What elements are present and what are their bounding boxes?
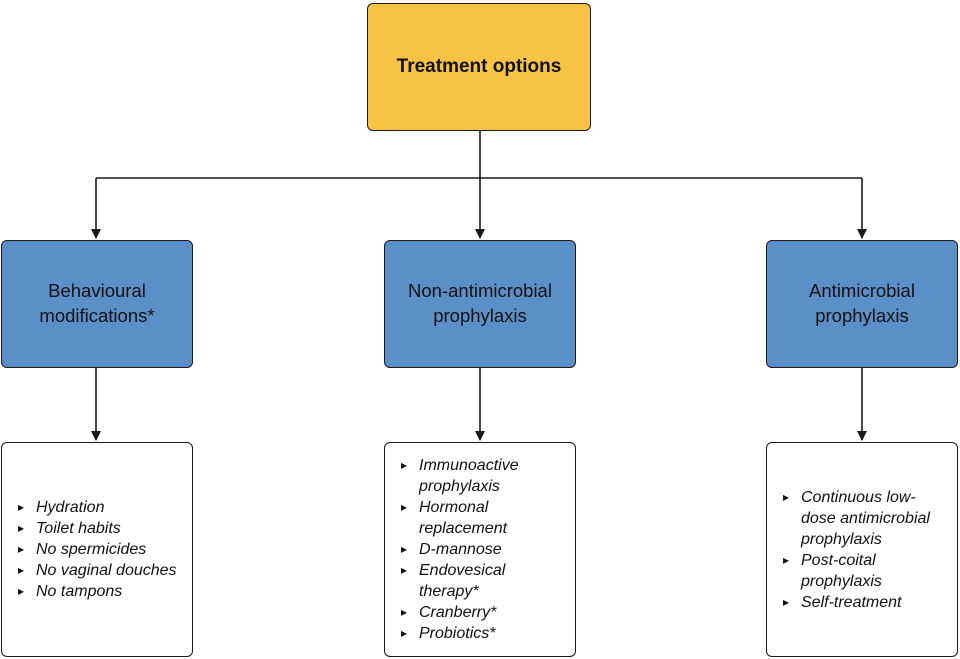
list-item: Continuous low-dose antimicrobial prophy…: [781, 487, 947, 550]
behavioural-modifications-node: Behavioural modifications*: [1, 240, 193, 368]
non-antimicrobial-prophylaxis-list: Immunoactive prophylaxis Hormonal replac…: [384, 442, 576, 657]
list-item: No vaginal douches: [16, 560, 182, 581]
behavioural-modifications-label: Behavioural modifications*: [39, 280, 155, 326]
list-item: Probiotics*: [399, 623, 565, 644]
list-item: Immunoactive prophylaxis: [399, 455, 565, 497]
antimicrobial-prophylaxis-label: Antimicrobial prophylaxis: [809, 280, 915, 326]
treatment-options-label: Treatment options: [396, 56, 562, 77]
non-antimicrobial-prophylaxis-node: Non-antimicrobial prophylaxis: [384, 240, 576, 368]
list-item: Post-coital prophylaxis: [781, 550, 947, 592]
list-item: Cranberry*: [399, 602, 565, 623]
list-item: Toilet habits: [16, 518, 182, 539]
behavioural-modifications-list: Hydration Toilet habits No spermicides N…: [1, 442, 193, 657]
antimicrobial-prophylaxis-list: Continuous low-dose antimicrobial prophy…: [766, 442, 958, 657]
list-item: No tampons: [16, 581, 182, 602]
non-antimicrobial-prophylaxis-label: Non-antimicrobial prophylaxis: [408, 280, 552, 326]
list-item: Endovesical therapy*: [399, 560, 565, 602]
list-item: No spermicides: [16, 539, 182, 560]
list-item: Hydration: [16, 497, 182, 518]
list-item: D-mannose: [399, 539, 565, 560]
treatment-options-node: Treatment options: [367, 3, 591, 131]
list-item: Hormonal replacement: [399, 497, 565, 539]
antimicrobial-prophylaxis-node: Antimicrobial prophylaxis: [766, 240, 958, 368]
list-item: Self-treatment: [781, 592, 947, 613]
